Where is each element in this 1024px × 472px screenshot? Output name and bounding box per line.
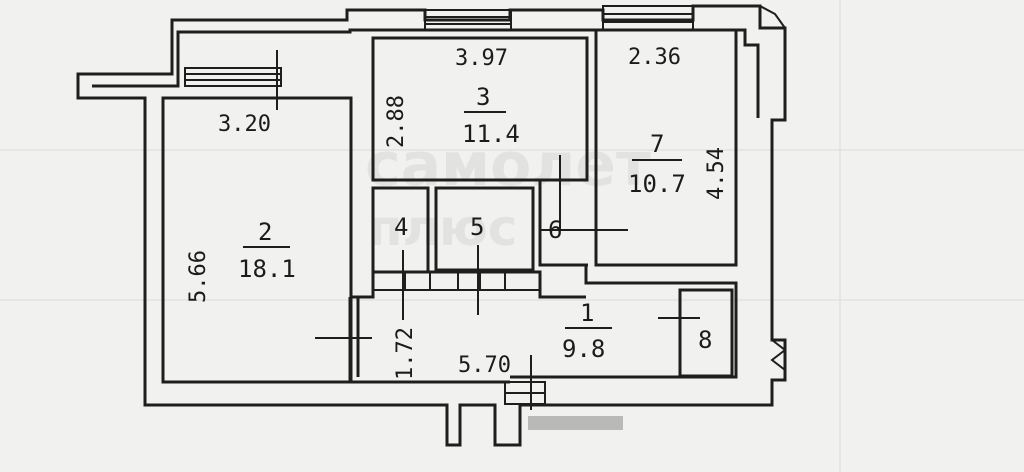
room2-length: 5.66	[186, 250, 211, 303]
room-4-number: 4	[394, 213, 408, 241]
room-2-number: 2	[258, 218, 272, 246]
dimension-labels: 3.20 3.97 2.36 5.70 5.66 2.88 4.54 1.72	[186, 45, 729, 380]
room-5-number: 5	[470, 213, 484, 241]
watermark-line2: плюс	[368, 199, 517, 257]
room2-width: 3.20	[218, 112, 271, 137]
room3-length: 2.88	[384, 95, 409, 148]
room-7-area: 10.7	[628, 170, 686, 198]
room-3-number: 3	[476, 83, 490, 111]
door-ticks	[276, 50, 700, 410]
room-6-number: 6	[548, 216, 562, 244]
room-2-area: 18.1	[238, 255, 296, 283]
fraction-bars	[243, 111, 682, 329]
room3-width: 3.97	[455, 46, 508, 71]
room-7-number: 7	[650, 130, 664, 158]
redaction-mark	[528, 416, 623, 430]
room-1-number: 1	[580, 299, 594, 327]
room-8-number: 8	[698, 326, 712, 354]
room-labels: 2 18.1 3 11.4 7 10.7 4 5 6 1 9.8 8	[238, 83, 712, 363]
room-3-area: 11.4	[462, 120, 520, 148]
room-1-area: 9.8	[562, 335, 605, 363]
room7-width: 2.36	[628, 45, 681, 70]
walls	[76, 4, 787, 447]
hall-width: 1.72	[393, 327, 418, 380]
hall-length: 5.70	[458, 353, 511, 378]
windows	[184, 5, 787, 371]
room7-length: 4.54	[704, 147, 729, 200]
